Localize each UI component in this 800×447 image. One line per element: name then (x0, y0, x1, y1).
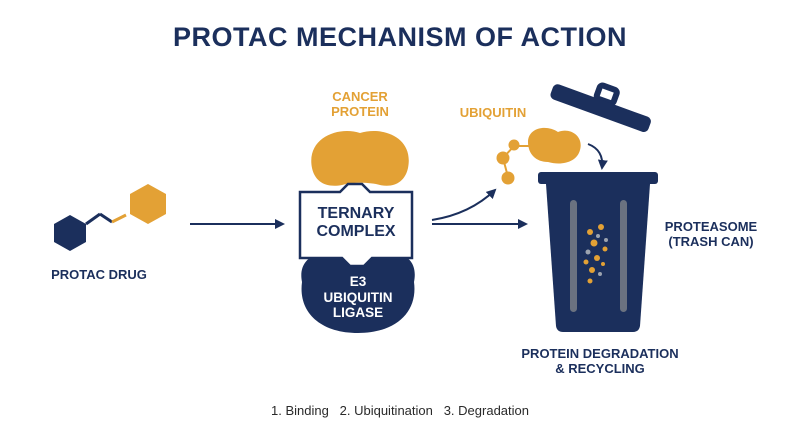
cancer-protein-shape (311, 131, 409, 186)
e3-ligase-label: E3 UBIQUITIN LIGASE (323, 274, 393, 321)
trash-can-body (538, 172, 658, 332)
protein-fragments (583, 224, 608, 284)
ternary-complex-label: TERNARY COMPLEX (316, 205, 396, 241)
diagram-title: PROTAC MECHANISM OF ACTION (173, 22, 627, 52)
trash-can-lid (550, 82, 651, 133)
arrow-into-bin (587, 143, 608, 170)
ubiquitin-blob (528, 127, 581, 164)
proteasome-label: PROTEASOME (TRASH CAN) (664, 219, 758, 249)
ubiquitin-chain (496, 127, 581, 185)
cancer-protein-label: CANCER PROTEIN (331, 89, 389, 119)
ubiquitin-label: UBIQUITIN (459, 105, 527, 120)
navy-hexagon (54, 215, 86, 251)
gold-hexagon (130, 184, 166, 224)
arrow-to-ubiquitin (431, 188, 497, 221)
protac-drug-molecule (54, 184, 166, 251)
e3-ligase-shape (301, 252, 415, 333)
protac-drug-label: PROTAC DRUG (51, 267, 147, 282)
degradation-label: PROTEIN DEGRADATION & RECYCLING (521, 346, 679, 376)
ternary-complex-box (298, 182, 414, 268)
steps-footer: 1. Binding 2. Ubiquitination 3. Degradat… (270, 403, 529, 418)
